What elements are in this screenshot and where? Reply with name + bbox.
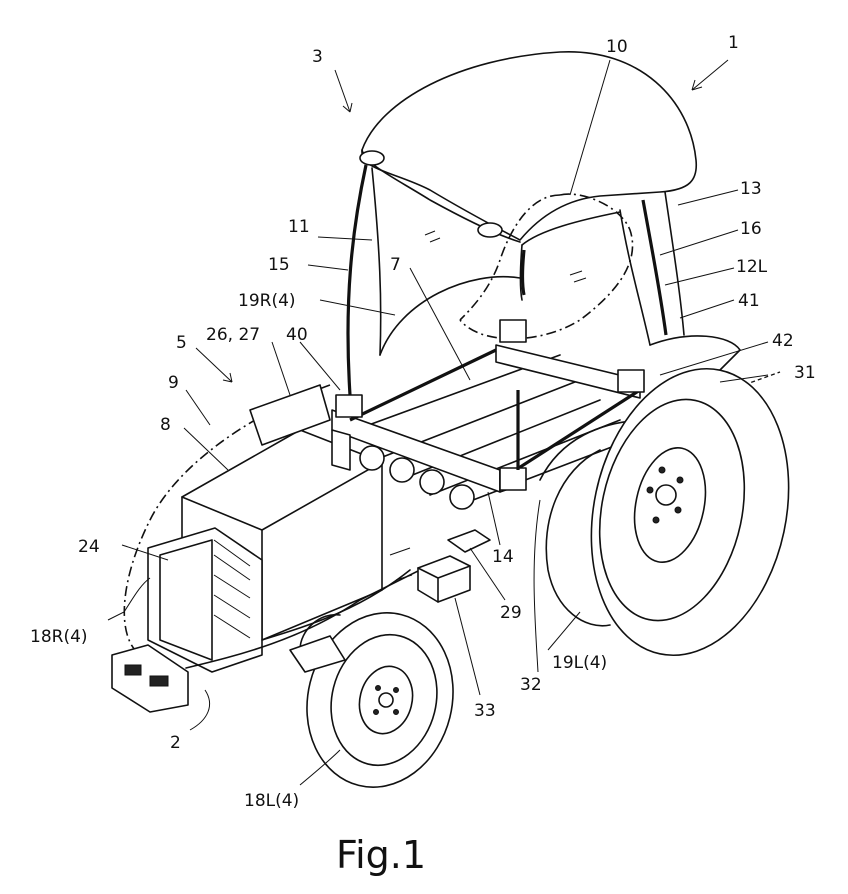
box-33 — [418, 556, 470, 602]
label-26-27: 26, 27 — [206, 325, 260, 345]
label-40: 40 — [286, 325, 308, 345]
label-7: 7 — [390, 255, 401, 275]
label-31: 31 — [794, 363, 816, 383]
label-16: 16 — [740, 219, 762, 239]
label-24: 24 — [78, 537, 100, 557]
label-32: 32 — [520, 675, 542, 695]
label-5: 5 — [176, 333, 187, 353]
label-9: 9 — [168, 373, 179, 393]
label-41: 41 — [738, 291, 760, 311]
rear-wheel-left — [546, 350, 814, 674]
label-13: 13 — [740, 179, 762, 199]
label-19R: 19R(4) — [238, 291, 296, 311]
label-33: 33 — [474, 701, 496, 721]
label-3: 3 — [312, 47, 323, 67]
label-8: 8 — [160, 415, 171, 435]
label-11: 11 — [288, 217, 310, 237]
label-18R: 18R(4) — [30, 627, 88, 647]
label-29: 29 — [500, 603, 522, 623]
roof-lamp-right — [478, 223, 502, 237]
label-42: 42 — [772, 331, 794, 351]
roof-lamp-left — [360, 151, 384, 165]
front-pillar — [348, 165, 366, 395]
label-14: 14 — [492, 547, 514, 567]
label-19L: 19L(4) — [552, 653, 607, 673]
label-2: 2 — [170, 733, 181, 753]
label-12L: 12L — [736, 257, 768, 277]
label-18L: 18L(4) — [244, 791, 299, 811]
label-1: 1 — [728, 33, 739, 53]
label-10: 10 — [606, 37, 628, 57]
label-15: 15 — [268, 255, 290, 275]
cabin — [348, 52, 740, 395]
figure-caption: Fig.1 — [336, 833, 426, 877]
radiator — [148, 528, 262, 672]
